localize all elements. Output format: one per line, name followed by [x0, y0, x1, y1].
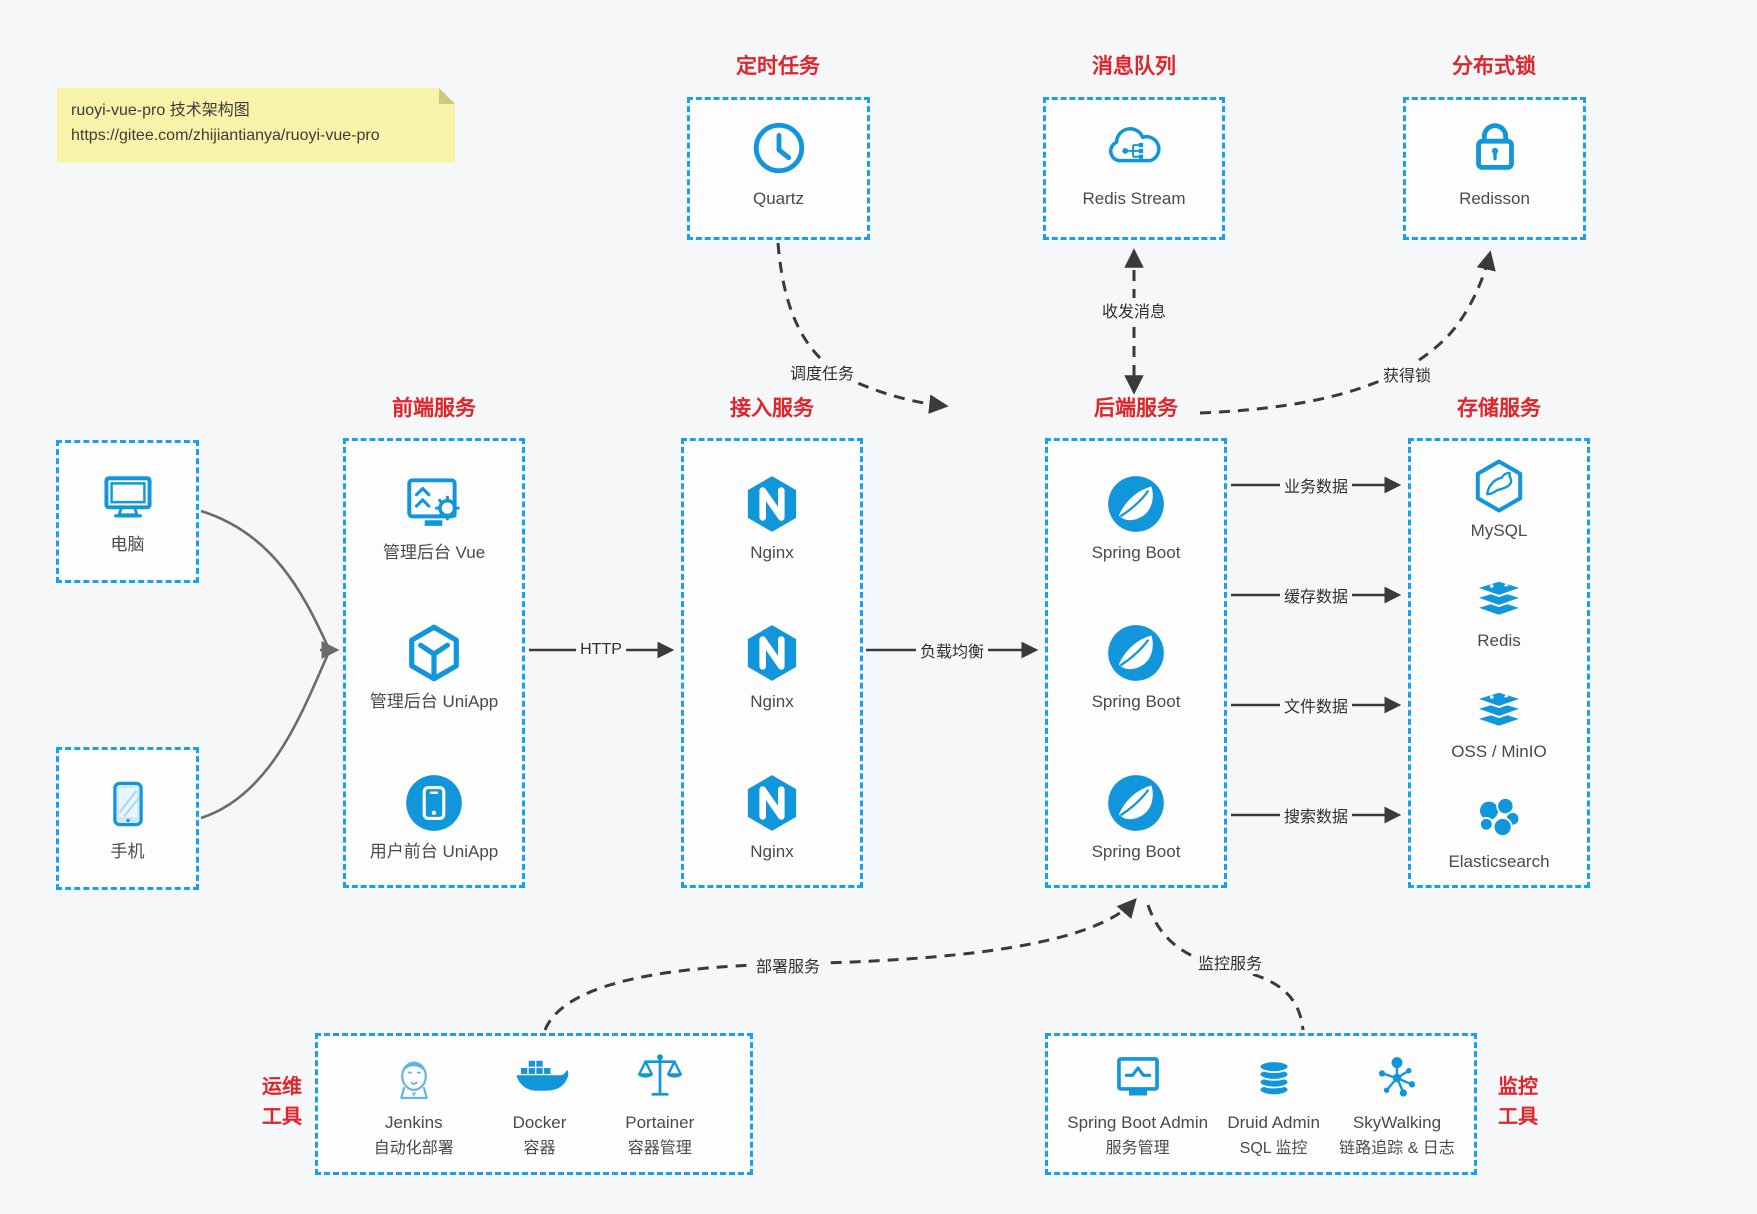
box-quartz: Quartz: [687, 97, 870, 240]
box-ops-tools: Jenkins 自动化部署 Docker 容器: [315, 1033, 753, 1175]
redis-icon: [1474, 579, 1524, 618]
label-search-data: 搜索数据: [1279, 803, 1353, 827]
client-to-frontend-curves: [200, 509, 340, 820]
spring-boot-icon: [1108, 625, 1164, 682]
node-mysql: MySQL: [1470, 457, 1528, 542]
node-springboot-2: Spring Boot: [1092, 620, 1180, 713]
title-access-services: 接入服务: [730, 397, 814, 420]
object-storage-icon: [1474, 690, 1524, 728]
box-monitoring-tools: Spring Boot Admin 服务管理 Druid Admin SQL 监…: [1045, 1033, 1477, 1175]
label-send-receive-message: 收发消息: [1097, 298, 1171, 322]
spring-boot-icon: [1108, 775, 1164, 831]
node-label: 电脑: [110, 534, 145, 554]
label-monitor-service: 监控服务: [1193, 950, 1267, 974]
node-redis: Redis: [1470, 567, 1528, 652]
docker-icon: [515, 1060, 568, 1091]
title-frontend-services: 前端服务: [392, 397, 476, 420]
trace-network-icon: [1378, 1057, 1416, 1097]
cloud-stream-icon: [1109, 127, 1161, 163]
edge-deploy-service: [543, 897, 1137, 1031]
node-nginx-3: Nginx: [739, 770, 805, 863]
node-docker: Docker 容器: [510, 1049, 570, 1159]
title-storage-services: 存储服务: [1457, 397, 1541, 420]
lock-icon: [1475, 123, 1514, 170]
label-file-data: 文件数据: [1279, 693, 1353, 717]
mysql-icon: [1475, 459, 1523, 513]
box-access-services: Nginx Nginx Nginx: [681, 438, 863, 888]
node-elasticsearch: Elasticsearch: [1448, 788, 1550, 873]
admin-dashboard-icon: [407, 478, 460, 526]
node-druid-admin: Druid Admin SQL 监控: [1227, 1049, 1320, 1159]
node-skywalking: SkyWalking 链路追踪 & 日志: [1339, 1049, 1455, 1159]
label-schedule-task: 调度任务: [785, 360, 859, 384]
node-portainer: Portainer 容器管理: [625, 1049, 694, 1159]
node-jenkins: Jenkins 自动化部署: [374, 1049, 454, 1159]
node-springboot-3: Spring Boot: [1092, 770, 1180, 863]
title-ops-tools: 运维 工具: [262, 1076, 302, 1128]
box-redis-stream: Redis Stream: [1043, 97, 1225, 240]
smartphone-icon: [112, 781, 143, 827]
note-title: ruoyi-vue-pro 技术架构图: [71, 102, 250, 119]
label-http: HTTP: [576, 641, 626, 659]
note-fold-corner: [439, 88, 455, 104]
label-business-data: 业务数据: [1279, 473, 1353, 497]
clock-icon: [753, 122, 804, 174]
node-user-uniapp: 用户前台 UniApp: [370, 770, 498, 863]
box-backend-services: Spring Boot Spring Boot Spring Boot: [1045, 438, 1227, 888]
node-springboot-1: Spring Boot: [1092, 471, 1180, 564]
label-load-balance: 负载均衡: [915, 638, 989, 662]
desktop-icon: [103, 476, 152, 518]
sticky-note: ruoyi-vue-pro 技术架构图 https://gitee.com/zh…: [57, 88, 455, 163]
jenkins-icon: [399, 1061, 428, 1099]
title-backend-services: 后端服务: [1094, 397, 1178, 420]
title-scheduled-tasks: 定时任务: [736, 55, 820, 78]
database-icon: [1258, 1060, 1290, 1097]
box-redisson: Redisson: [1403, 97, 1586, 240]
nginx-icon: [747, 625, 797, 682]
label-deploy-service: 部署服务: [751, 953, 825, 977]
node-label: Redis Stream: [1082, 189, 1186, 208]
title-monitoring-tools: 监控 工具: [1498, 1076, 1538, 1128]
box-pc-client: 电脑: [56, 440, 199, 583]
spring-boot-icon: [1108, 476, 1164, 532]
node-admin-vue: 管理后台 Vue: [383, 471, 485, 564]
note-url: https://gitee.com/zhijiantianya/ruoyi-vu…: [71, 126, 380, 144]
label-cache-data: 缓存数据: [1279, 583, 1353, 607]
scales-icon: [637, 1054, 682, 1096]
box-frontend-services: 管理后台 Vue 管理后台 UniApp 用户前台 UniApp: [343, 438, 525, 888]
box-mobile-client: 手机: [56, 747, 199, 890]
title-message-queue: 消息队列: [1092, 55, 1176, 78]
mobile-app-circle-icon: [406, 775, 462, 831]
nginx-icon: [747, 476, 797, 532]
monitor-chart-icon: [1116, 1057, 1159, 1096]
elasticsearch-icon: [1478, 796, 1521, 837]
node-oss-minio: OSS / MinIO: [1451, 678, 1547, 763]
node-nginx-2: Nginx: [739, 620, 805, 713]
edge-acquire-lock: [1199, 250, 1496, 415]
label-acquire-lock: 获得锁: [1378, 362, 1436, 386]
node-label: Quartz: [752, 189, 805, 208]
node-label: 手机: [110, 841, 145, 861]
node-springboot-admin: Spring Boot Admin 服务管理: [1067, 1049, 1208, 1159]
cube-icon: [409, 625, 459, 682]
nginx-icon: [747, 775, 797, 831]
title-distributed-lock: 分布式锁: [1452, 55, 1536, 78]
node-nginx-1: Nginx: [739, 471, 805, 564]
node-label: Redisson: [1459, 189, 1530, 208]
box-storage-services: MySQL Redis: [1408, 438, 1590, 888]
node-admin-uniapp: 管理后台 UniApp: [370, 620, 498, 713]
